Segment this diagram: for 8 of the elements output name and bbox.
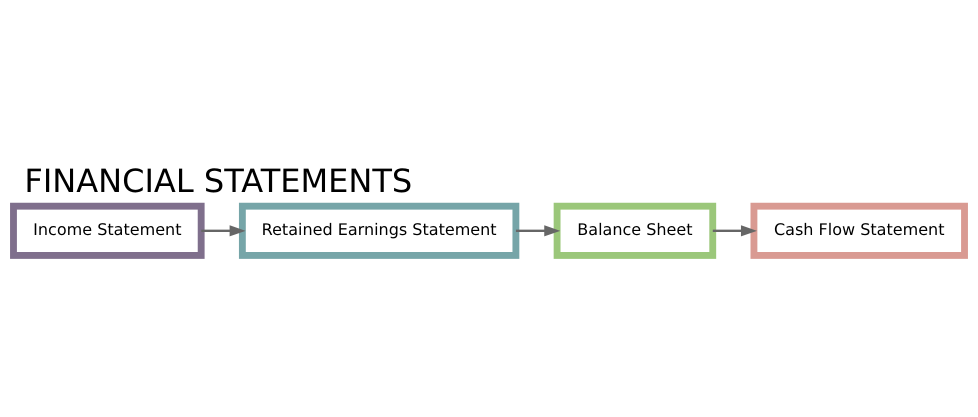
arrow [516,225,560,236]
diagram-title: FINANCIAL STATEMENTS [24,162,412,200]
node-box: Cash Flow Statement [750,202,968,259]
arrow [712,225,758,236]
arrow [201,225,246,236]
node-box: Income Statement [10,202,205,259]
node-box: Retained Earnings Statement [238,202,520,259]
node-box: Balance Sheet [554,202,716,259]
